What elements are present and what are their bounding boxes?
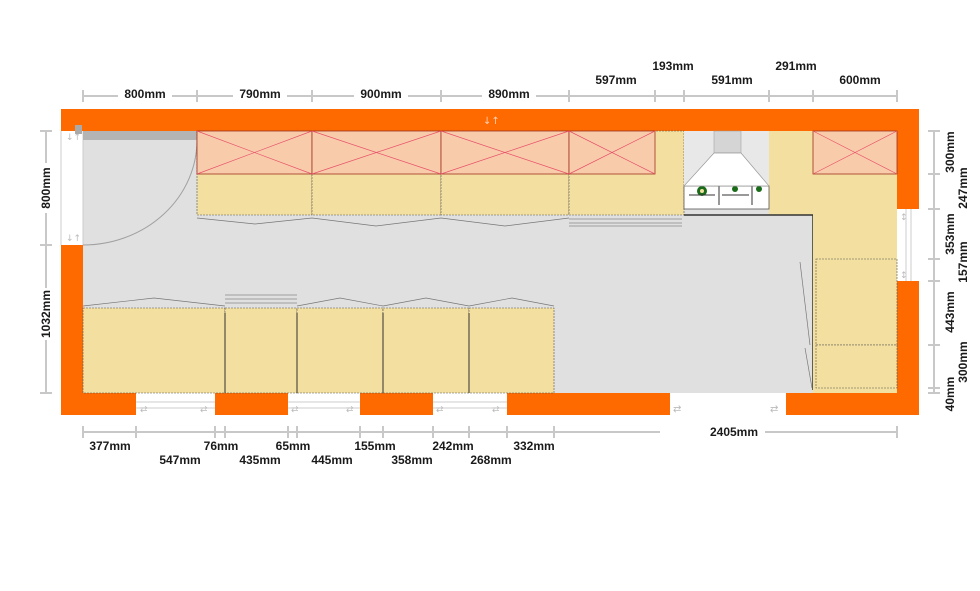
svg-text:⇄: ⇄ <box>770 404 778 415</box>
dim-labels-left: 800mm 1032mm <box>38 163 54 340</box>
hob-icon <box>683 185 770 210</box>
base-cabinet <box>382 307 470 394</box>
dim-label: 300mm <box>956 341 970 382</box>
door-opening-bottom: ⇄ ⇄ <box>670 393 786 415</box>
dim-label: 800mm <box>124 87 165 101</box>
window-right: ↕ ↕ <box>897 209 919 281</box>
dim-label: 332mm <box>513 439 554 453</box>
dim-lines-bottom <box>82 426 898 438</box>
window-icon: ⇄ ⇄ ⇄ ⇄ ⇄ ⇄ <box>136 393 507 415</box>
dim-label: 291mm <box>775 59 816 73</box>
dim-labels-top: 800mm 790mm 900mm 890mm 597mm 591mm 600m… <box>118 59 881 102</box>
dim-label: 597mm <box>595 73 636 87</box>
dim-label: 2405mm <box>710 425 758 439</box>
base-cabinet <box>815 258 898 346</box>
dim-label: 547mm <box>159 453 200 467</box>
dim-label: 65mm <box>276 439 311 453</box>
dim-labels-right: 300mm 353mm 443mm 40mm 247mm 157mm 300mm <box>943 131 970 411</box>
base-cabinet <box>296 307 384 394</box>
dim-label: 1032mm <box>39 290 53 338</box>
right-base-cabinets <box>799 131 898 393</box>
door-opening-left: ↓↑ ↓↑ <box>60 131 84 245</box>
svg-text:↕: ↕ <box>900 271 908 281</box>
bottom-base-cabinets <box>82 294 555 394</box>
dim-label: 900mm <box>360 87 401 101</box>
svg-text:⇄: ⇄ <box>200 405 208 415</box>
dim-label: 377mm <box>89 439 130 453</box>
base-cabinet <box>815 344 898 389</box>
dim-label: 600mm <box>839 73 880 87</box>
dim-label: 40mm <box>943 377 957 412</box>
dim-label: 193mm <box>652 59 693 73</box>
dim-label: 358mm <box>391 453 432 467</box>
dim-label: 300mm <box>943 131 957 172</box>
dim-label: 800mm <box>39 167 53 208</box>
dim-lines-right <box>928 130 940 394</box>
svg-text:↓↑: ↓↑ <box>66 234 81 244</box>
base-cabinet <box>224 307 298 394</box>
base-cabinet <box>769 131 813 215</box>
svg-text:↕: ↕ <box>900 213 908 223</box>
dim-label: 443mm <box>943 291 957 332</box>
dim-labels-bottom: 377mm 76mm 65mm 155mm 242mm 332mm 2405mm… <box>89 425 758 467</box>
dim-label: 353mm <box>943 213 957 254</box>
svg-text:⇄: ⇄ <box>291 405 299 415</box>
dim-label: 445mm <box>311 453 352 467</box>
svg-text:⇄: ⇄ <box>492 405 500 415</box>
door-swing-icon <box>75 125 198 246</box>
dim-label: 790mm <box>239 87 280 101</box>
dim-label: 242mm <box>432 439 473 453</box>
dim-label: 155mm <box>354 439 395 453</box>
svg-text:⇄: ⇄ <box>673 404 681 415</box>
dim-label: 247mm <box>956 167 970 208</box>
base-cabinet <box>468 307 555 394</box>
dim-label: 435mm <box>239 453 280 467</box>
dim-label: 591mm <box>711 73 752 87</box>
base-cabinet <box>82 307 226 394</box>
dim-label: 890mm <box>488 87 529 101</box>
range-hood-icon <box>683 130 770 187</box>
wall-top <box>61 109 919 131</box>
dim-label: 268mm <box>470 453 511 467</box>
svg-text:⇄: ⇄ <box>140 405 148 415</box>
dim-label: 76mm <box>204 439 239 453</box>
dim-label: 157mm <box>956 241 970 282</box>
svg-text:↓↑: ↓↑ <box>66 133 81 143</box>
svg-text:⇄: ⇄ <box>346 405 354 415</box>
svg-text:⇄: ⇄ <box>436 405 444 415</box>
wall-cabinets <box>196 130 898 175</box>
svg-text:↓↑: ↓↑ <box>483 116 500 127</box>
